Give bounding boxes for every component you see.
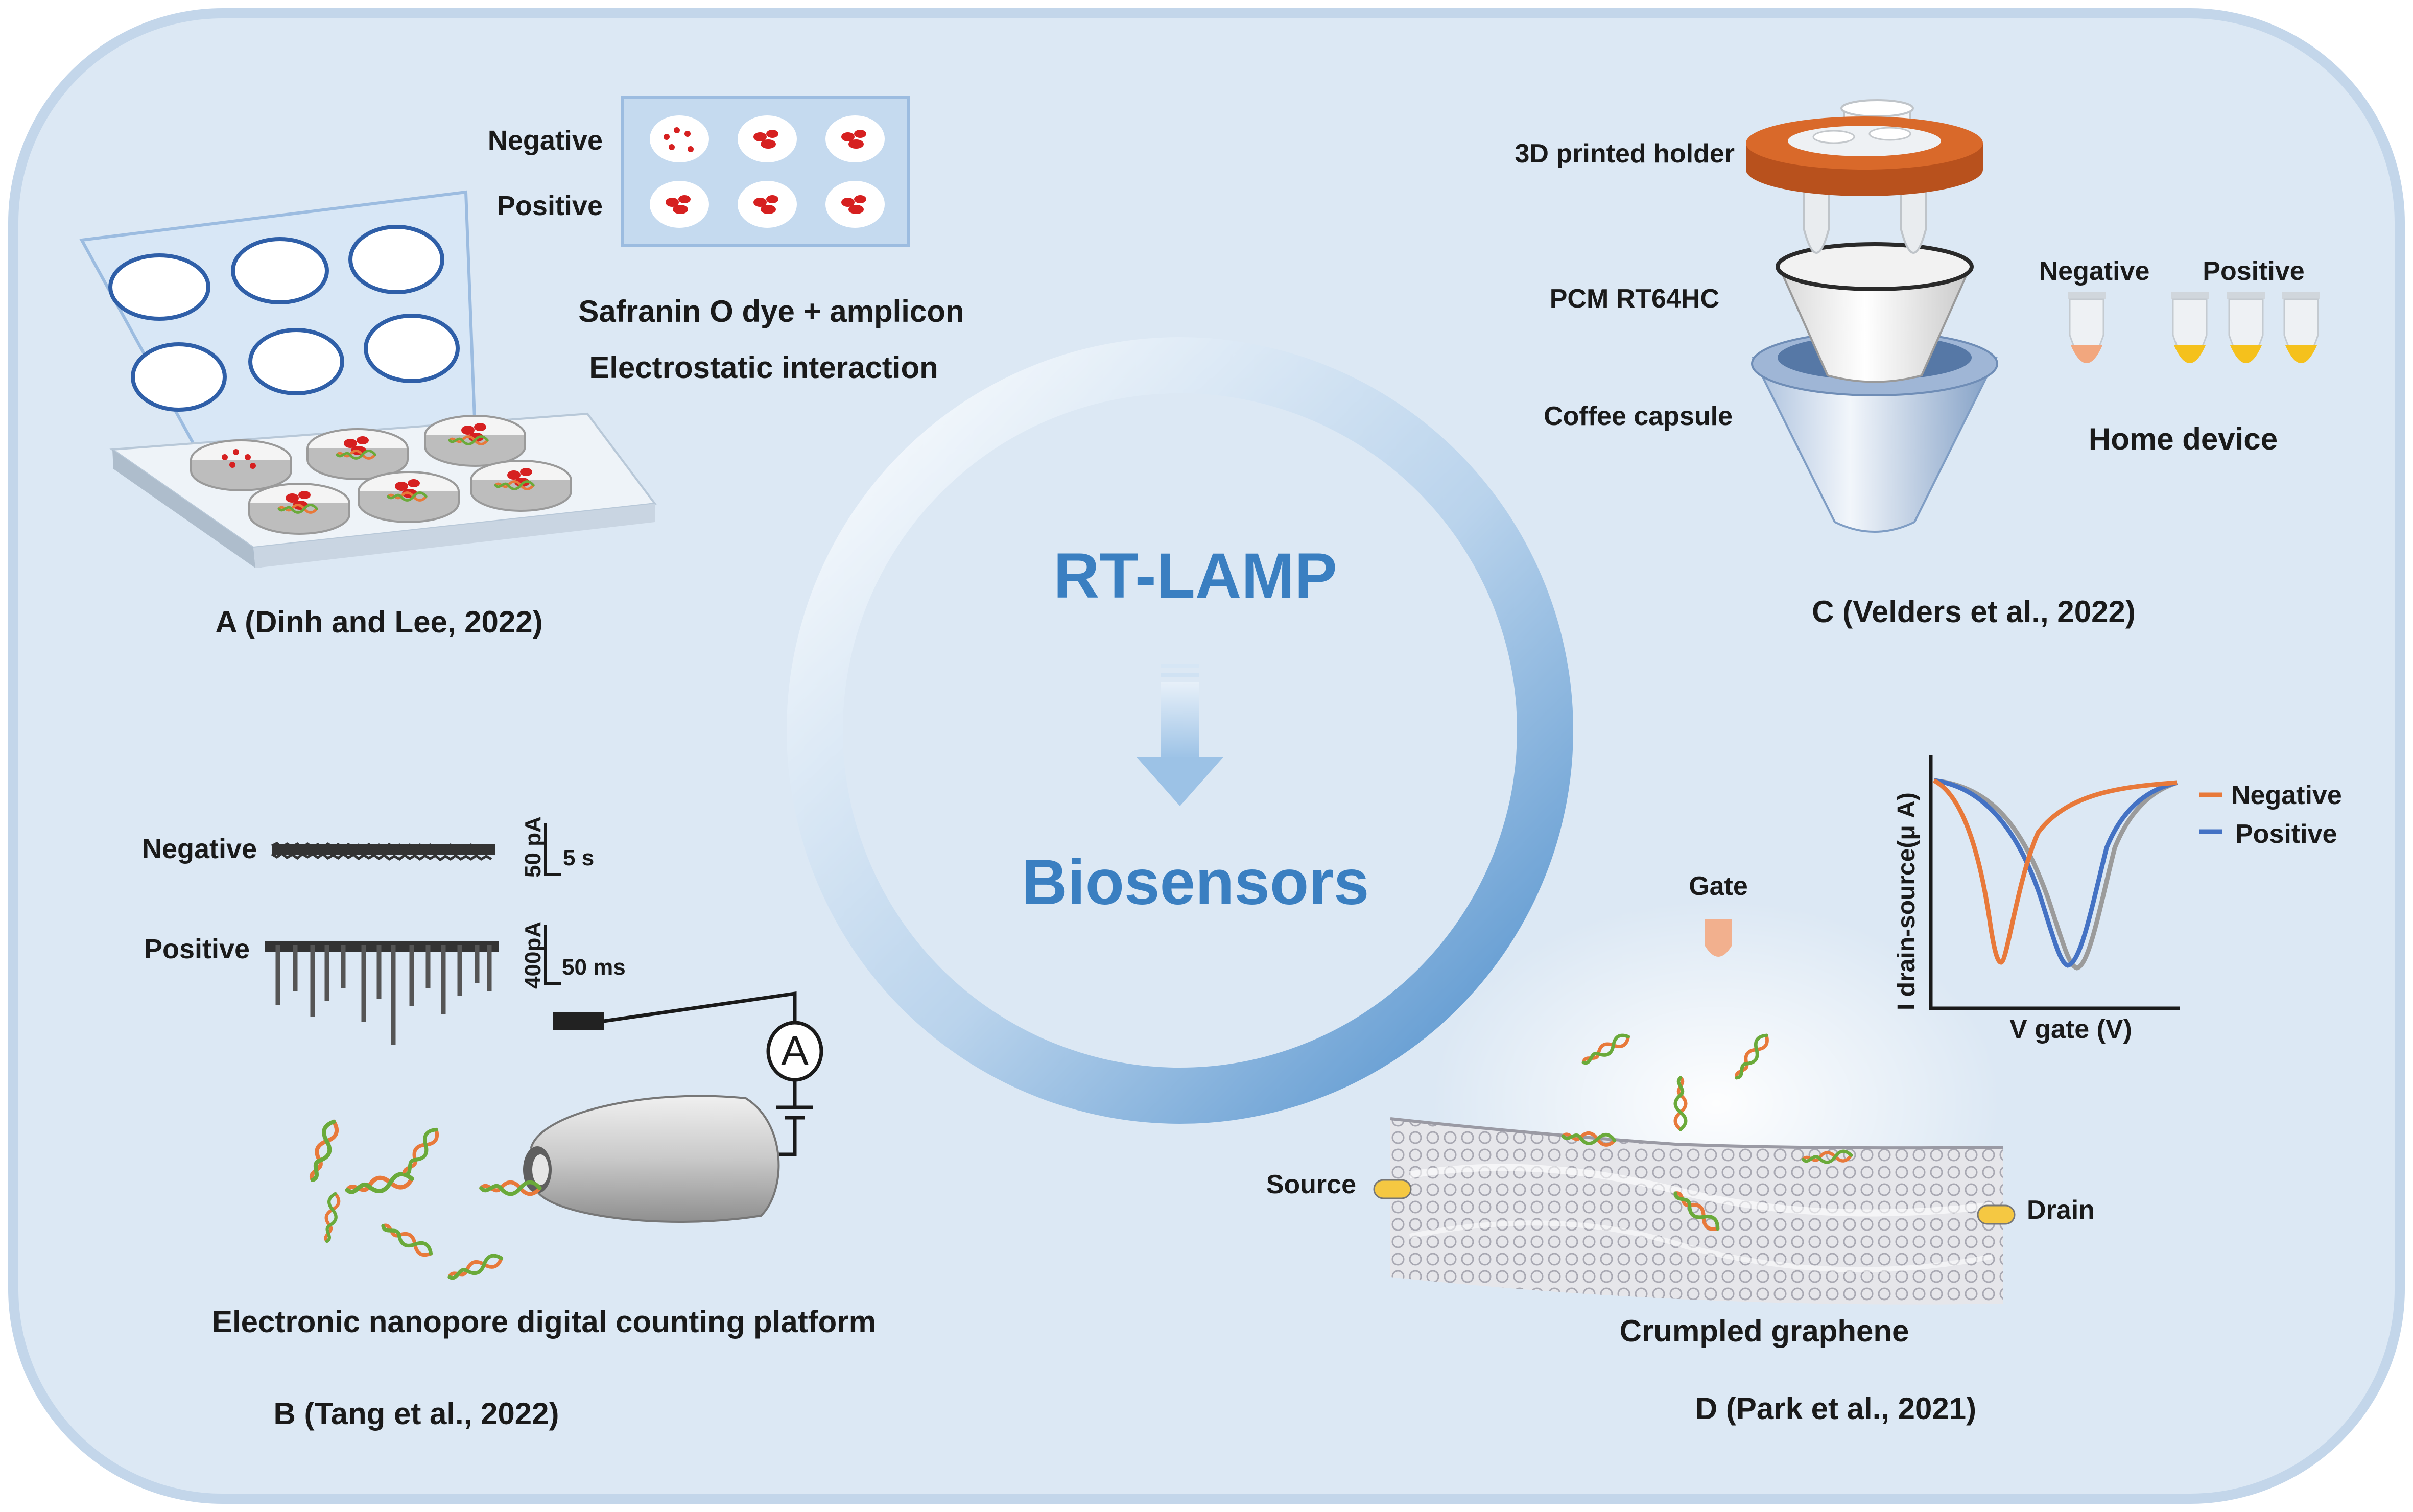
graphene-sheet (1390, 1117, 2004, 1305)
positive-tube-3 (2282, 292, 2320, 363)
negative-scale-time: 5 s (563, 845, 594, 870)
plate-disc-4 (248, 483, 350, 535)
drain-electrode (1977, 1204, 2016, 1225)
positive-scale-bar: 400pA 50 ms (521, 922, 626, 989)
dye-note-line1: Safranin O dye + amplicon (578, 294, 964, 328)
plot-xlabel: V gate (V) (2009, 1014, 2132, 1044)
tube-positive-label: Positive (2203, 256, 2304, 286)
positive-tube-2 (2227, 292, 2265, 363)
positive-well-1 (650, 181, 709, 228)
tube-negative-label: Negative (2039, 256, 2150, 286)
negative-well-3 (825, 115, 885, 162)
panel-a-caption: A (Dinh and Lee, 2022) (215, 605, 542, 639)
well-plate (79, 190, 657, 568)
positive-current-trace (265, 941, 499, 1045)
negative-scale-current: 50 pA (521, 816, 546, 878)
plate-disc-1 (190, 439, 292, 491)
positive-well-2 (738, 181, 797, 228)
dye-result-wells (650, 115, 885, 228)
source-electrode (1373, 1179, 1412, 1199)
drain-label: Drain (2027, 1195, 2095, 1225)
panel-c: 3D printed holder PCM RT64HC Coffee caps… (1515, 99, 2320, 629)
holder-label: 3D printed holder (1515, 139, 1735, 169)
positive-scale-current: 400pA (521, 922, 546, 989)
plot-ylabel: I drain-source(μ A) (1893, 792, 1920, 1010)
negative-current-trace (271, 842, 495, 862)
home-device-label: Home device (2089, 422, 2278, 456)
gate-label: Gate (1689, 871, 1748, 901)
center-subtitle: Biosensors (1022, 847, 1369, 918)
gate-electrode (1705, 919, 1732, 957)
dye-note-line2: Electrostatic interaction (589, 350, 938, 385)
plot-axes (1929, 755, 2180, 1010)
electrode (553, 1012, 604, 1030)
down-arrow-icon (1137, 664, 1223, 806)
legend-positive-label: Positive (2235, 819, 2337, 849)
pcm-label: PCM RT64HC (1550, 284, 1719, 314)
center-ring (787, 337, 1573, 1124)
ammeter-symbol: A (781, 1028, 809, 1073)
plate-disc-3 (424, 415, 526, 467)
nanopore-circuit: A (553, 991, 823, 1156)
panel-a: Negative Positive Safranin O dye + ampli… (79, 96, 964, 639)
plate-disc-2 (306, 428, 409, 480)
dye-row-negative-label: Negative (488, 125, 603, 156)
plate-disc-6 (470, 460, 572, 512)
panel-d: Gate Source Drain Crumpled graphene D (P… (1266, 755, 2342, 1426)
plate-disc-5 (358, 471, 460, 523)
transfer-curve-plot: I drain-source(μ A) V gate (V) Negative … (1893, 755, 2342, 1044)
positive-well-3 (825, 181, 885, 228)
positive-tube-1 (2171, 292, 2209, 363)
negative-well-2 (738, 115, 797, 162)
pcm-cone (1776, 242, 1974, 383)
3d-printed-holder (1746, 116, 1983, 196)
source-label: Source (1266, 1170, 1356, 1199)
surface-label: Crumpled graphene (1620, 1314, 1909, 1348)
panel-c-caption: C (Velders et al., 2022) (1812, 595, 2136, 629)
negative-tube (2068, 292, 2106, 363)
nanopore-description: Electronic nanopore digital counting pla… (212, 1305, 876, 1339)
capsule-label: Coffee capsule (1544, 401, 1733, 431)
nanopore-pipette (523, 1095, 780, 1223)
negative-curve (1932, 778, 2178, 965)
trace-negative-label: Negative (142, 834, 257, 864)
positive-curve (1933, 778, 2178, 968)
positive-shadow-curve (1933, 778, 2178, 971)
negative-well-1 (650, 115, 709, 162)
center-title: RT-LAMP (1053, 540, 1337, 611)
positive-scale-time: 50 ms (562, 955, 626, 980)
panel-d-caption: D (Park et al., 2021) (1695, 1391, 1976, 1426)
trace-positive-label: Positive (144, 934, 250, 964)
panel-b-caption: B (Tang et al., 2022) (273, 1397, 559, 1431)
dye-row-positive-label: Positive (497, 191, 603, 221)
panel-b: Negative 50 pA 5 s Positive (142, 816, 876, 1431)
negative-scale-bar: 50 pA 5 s (521, 816, 594, 878)
legend-negative-label: Negative (2231, 781, 2342, 810)
